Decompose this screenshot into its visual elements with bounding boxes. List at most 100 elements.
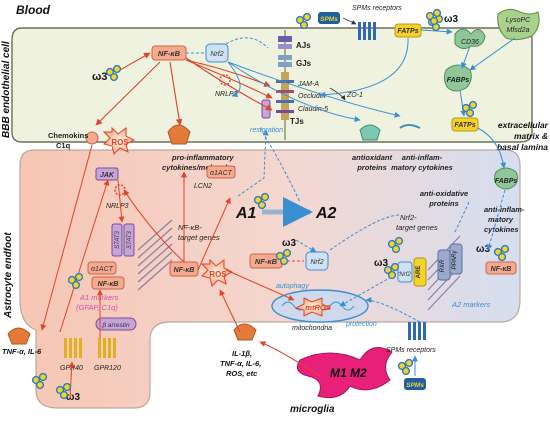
nrlp3-endo-label: NRLP3 [215, 91, 238, 98]
tnf-badge [7, 327, 31, 345]
antioxidant-blob: antioxidant proteins [352, 124, 392, 172]
stat3-pair: STAT3 STAT3 [111, 223, 135, 257]
omega3-molecule [468, 100, 478, 110]
omega3-molecule [59, 390, 69, 400]
ppar-label: PPARγ [452, 250, 458, 270]
antiinflam-label-2: matory cytokines [391, 163, 453, 172]
nfkb-center-label: NF-κB [174, 267, 195, 274]
a1act-top: α1ACT [206, 165, 236, 179]
spms-receptor-top [358, 22, 376, 40]
omega3-cluster [397, 358, 414, 376]
ajs-label: AJs [296, 41, 311, 50]
omega3-molecule [465, 108, 475, 118]
antiinflam-label-1: anti-inflam- [402, 153, 443, 162]
nfkb-right-label: NF-κB [491, 266, 512, 273]
ecm-label-3: basal lamina [497, 142, 548, 152]
omega3-molecule [401, 366, 411, 376]
omega3-cluster [295, 12, 312, 30]
mitochondria-label: mitochondria [292, 325, 332, 332]
omega3-molecule [391, 244, 401, 254]
omega3-cluster [55, 382, 72, 400]
chemokines-label-2: C1q [56, 141, 71, 150]
red-arrows-astro [40, 144, 321, 399]
rxr-label: RXR [440, 259, 446, 272]
are-box: ARE [413, 257, 427, 287]
blood-label: Blood [16, 3, 51, 17]
ros-astro-label: ROS [209, 270, 227, 279]
lysopc-label-1: LysoPC [506, 17, 531, 24]
proinflam-blob [167, 124, 191, 145]
omega3-cluster [461, 100, 478, 118]
nfkb-left-label: NF-κB [98, 281, 119, 288]
spms-bottom: SPMs [404, 378, 426, 390]
stat3-label-2: STAT3 [127, 230, 133, 248]
omega3-molecule [260, 192, 270, 202]
dna-helix-left [137, 219, 173, 291]
lysopc-label-2: Mfsd2a [507, 27, 530, 34]
autophagy-label: autophagy [276, 283, 309, 290]
fatps-right-label: FATPs [454, 122, 475, 129]
omega3-molecule [497, 252, 507, 262]
omega3-molecule [404, 358, 414, 368]
omega3-right2-label: ω3 [374, 258, 388, 269]
gpr40-receptor [64, 338, 82, 358]
omega3-top-label: ω3 [444, 14, 458, 25]
spms-receptors-top-label: SPMs receptors [352, 5, 402, 12]
ecm-label-1: extracellular [498, 120, 549, 130]
proinflam-label-1: pro-inflammatory [171, 153, 235, 162]
occludin-label: Occludin [298, 93, 325, 100]
gjs-label: GJs [296, 59, 312, 68]
jama-label: JAM-A [297, 81, 319, 88]
restoration-label: restoration [250, 127, 283, 134]
spms-receptor-bottom [408, 322, 426, 340]
omega3-molecule [394, 236, 404, 246]
spms-bottom-label: SPMs [406, 382, 424, 389]
gpr120-label: GPR120 [94, 365, 121, 372]
nrf2-endo-label: Nrf2 [210, 51, 223, 58]
a2-label: A2 [315, 205, 337, 222]
antioxidant-label-2: proteins [356, 163, 387, 172]
antiinflam-blob: anti-inflam- matory cytokines [391, 124, 453, 172]
omega3-cluster [387, 236, 404, 254]
omega3-molecule [282, 248, 292, 258]
omega3-molecule [109, 72, 119, 82]
il1b-blob [233, 323, 257, 341]
nrf2-targets-label-2: target genes [396, 223, 438, 232]
antiinflam-b-label-2: matory [488, 215, 514, 224]
claudin5-label: Claudin-5 [298, 106, 328, 113]
omega3-molecule [500, 244, 510, 254]
stat3-label-1: STAT3 [115, 230, 121, 248]
omega3-molecule [429, 16, 439, 26]
antioxidative-label-2: proteins [428, 199, 459, 208]
omega3-bottom-label: ω3 [66, 392, 80, 403]
omega3-cluster [67, 272, 84, 290]
protection-label: protection [345, 321, 377, 328]
fabps-ecm: FABPs [493, 167, 519, 190]
nfkb-center: NF-κB [169, 261, 199, 277]
ecm-label-2: matrix & [514, 131, 548, 141]
omega3-clusters [31, 8, 510, 400]
fabps-top-label: FABPs [447, 77, 470, 84]
omega3-molecule [35, 380, 45, 390]
tjs-label: TJs [290, 117, 304, 126]
nfkb-right: NF-κB [485, 261, 517, 275]
proinflam-label-2: cytokines/molecules [162, 163, 235, 172]
a1-markers-label-1: A1 markers [79, 293, 119, 302]
il1b-label-1: IL-1β, [232, 349, 252, 358]
microglia-label: microglia [290, 404, 335, 415]
a1act-left-label: α1ACT [91, 266, 114, 273]
ros-endo-label: ROS [111, 138, 129, 147]
omega3-molecule [279, 256, 289, 266]
tnf-label: TNF-α, IL-6 [2, 347, 42, 356]
il1b-label-3: ROS, etc [226, 369, 258, 378]
nfkb-targets-label-2: target genes [178, 233, 220, 242]
barrestin-box: β arrestin [95, 317, 137, 331]
nfkb-left: NF-κB [91, 276, 125, 290]
a1-label: A1 [235, 205, 257, 222]
nrf2-right-label: Nrf2 [399, 272, 411, 278]
spms-receptors-bottom-label: SPMs receptors [386, 347, 436, 354]
omega3-cluster [275, 248, 292, 266]
barrestin-label: β arrestin [101, 322, 130, 329]
junction-column [276, 36, 294, 120]
